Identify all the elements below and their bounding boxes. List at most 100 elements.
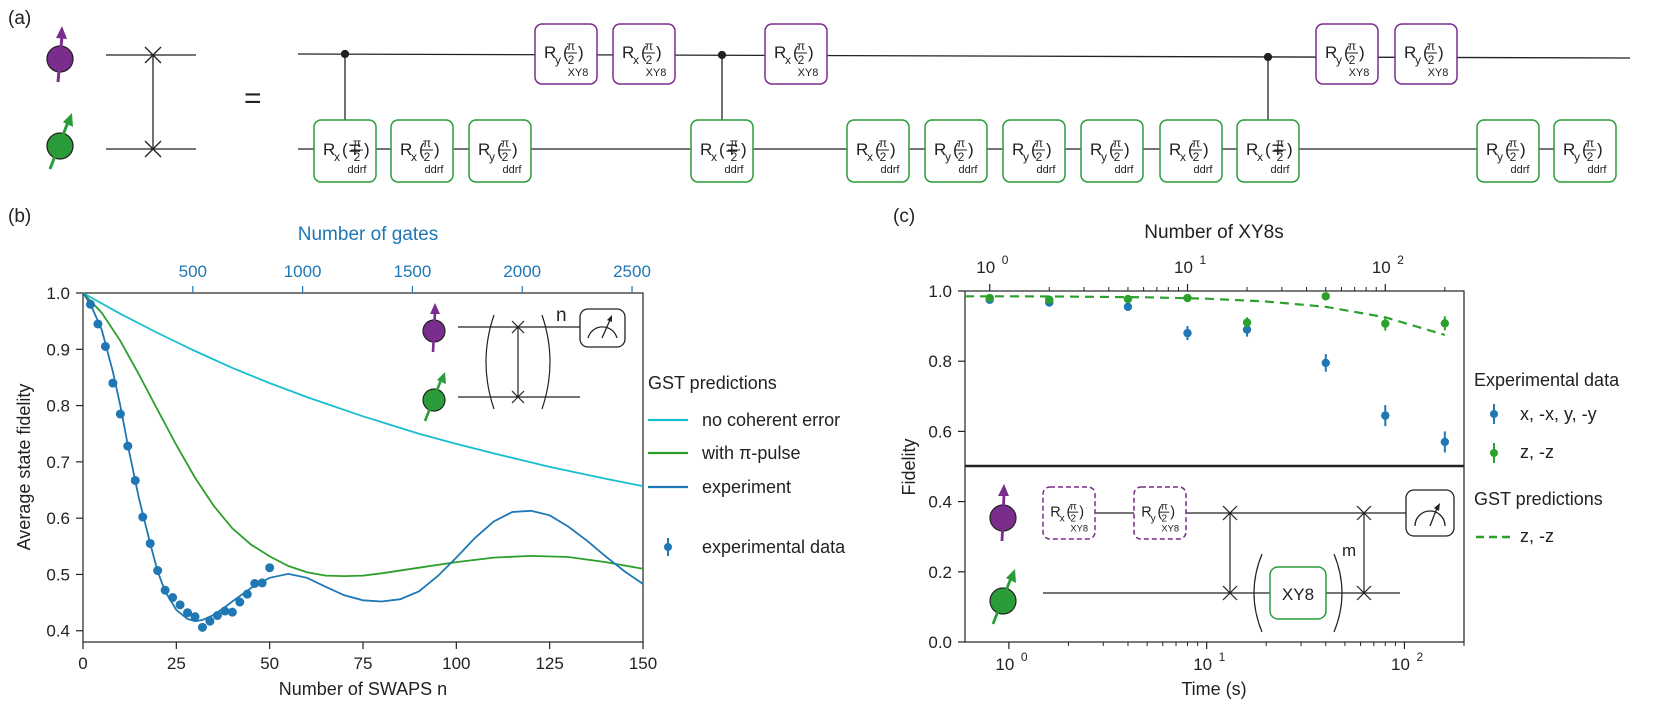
x-tick-label-b: 50	[260, 654, 279, 673]
gate-denominator: 2	[502, 150, 509, 164]
gate-paren-close: )	[1124, 140, 1130, 159]
ddrf-gate-4: Rx(π2)ddrf	[846, 119, 910, 183]
gate-axis: x	[785, 53, 791, 67]
measurement-icon	[579, 308, 626, 348]
gate-paren-close: )	[1438, 43, 1444, 62]
legend-item-exp-data: experimental data	[702, 537, 846, 557]
y-tick-label-b: 0.5	[46, 565, 70, 584]
data-point-c-0	[1183, 328, 1192, 338]
data-point-b	[257, 578, 267, 588]
gate-r: R	[1486, 140, 1498, 159]
xy8-gate-3: Ry(π2)XY8	[1315, 23, 1379, 85]
inset-exponent-m: m	[1342, 541, 1356, 560]
gate-numerator: π	[1070, 502, 1077, 513]
gate-numerator: π	[1276, 136, 1284, 150]
tick-base: 10	[1193, 655, 1212, 674]
ddrf-gate-3: Rx(∓π2)ddrf	[690, 119, 754, 183]
ddrf-gate-9: Rx(∓π2)ddrf	[1236, 119, 1300, 183]
gate-subscript: ddrf	[1115, 164, 1135, 176]
y-tick-label-b: 1.0	[46, 284, 70, 303]
data-point-b	[153, 566, 163, 576]
data-point-b	[130, 475, 140, 485]
y-tick-label-c: 0.8	[928, 352, 952, 371]
gate-r: R	[1012, 140, 1024, 159]
purple-qubit-icon	[46, 26, 74, 83]
legend-c: Experimental data x, -x, y, -y z, -z GST…	[1474, 370, 1620, 546]
inset-exponent-n: n	[556, 305, 567, 326]
gate-r: R	[934, 140, 946, 159]
gate-r: R	[1325, 43, 1337, 62]
y-tick-label-b: 0.7	[46, 453, 70, 472]
data-point-c-1	[1381, 319, 1390, 328]
series-line-b-1	[82, 292, 644, 578]
gate-axis: y	[1151, 514, 1157, 525]
gate-r: R	[400, 140, 412, 159]
data-point-b	[190, 612, 200, 622]
tick-exponent: 2	[1397, 253, 1404, 267]
y-tick-label-b: 0.4	[46, 622, 70, 641]
gate-subscript: ddrf	[1194, 164, 1214, 176]
gate-paren-close: )	[1079, 504, 1084, 520]
xy8-gate-2: Rx(π2)XY8	[764, 23, 828, 85]
y-tick-label-c: 1.0	[928, 282, 952, 301]
gate-numerator: π	[797, 39, 805, 53]
gate-denominator: 2	[1587, 150, 1594, 164]
green-qubit-icon	[422, 372, 446, 422]
gate-axis: y	[1415, 53, 1421, 67]
gate-numerator: π	[567, 39, 575, 53]
gate-paren-close: )	[1597, 140, 1603, 159]
gate-r: R	[1050, 504, 1060, 520]
tick-base: 10	[995, 655, 1014, 674]
data-point-b	[265, 563, 275, 573]
gate-axis: x	[867, 150, 873, 164]
data-point-b	[168, 593, 178, 603]
gate-denominator: 2	[1510, 150, 1517, 164]
x-tick-label-b: 75	[354, 654, 373, 673]
xy8-box: XY8	[1269, 566, 1327, 620]
gate-subscript: XY8	[1428, 67, 1449, 79]
gate-denominator: 2	[354, 150, 361, 164]
x-axis-label-c: Time (s)	[1181, 679, 1246, 699]
gate-denominator: 2	[1277, 150, 1284, 164]
controlled-gate-links	[340, 49, 1273, 120]
data-point-b	[108, 378, 118, 388]
gate-r: R	[1563, 140, 1575, 159]
gst-prediction-line-c	[965, 295, 1446, 336]
gate-numerator: π	[879, 136, 887, 150]
gate-numerator: π	[501, 136, 509, 150]
ddrf-gate-11: Ry(π2)ddrf	[1553, 119, 1617, 183]
gate-axis: x	[1180, 150, 1186, 164]
ddrf-gate-7: Ry(π2)ddrf	[1080, 119, 1144, 183]
inset-xy8-gate-1: Ry(π2)XY8	[1133, 486, 1187, 540]
purple-qubit-icon	[422, 303, 446, 353]
y-tick-label-c: 0.4	[928, 493, 952, 512]
gate-axis: y	[945, 150, 951, 164]
gate-axis: y	[1023, 150, 1029, 164]
top-tick-label-b: 1500	[393, 262, 431, 281]
gate-paren-close: )	[512, 140, 518, 159]
measurement-icon	[1405, 489, 1455, 537]
gate-r: R	[1246, 140, 1258, 159]
data-point-b	[212, 611, 222, 621]
gate-paren-close: )	[808, 43, 814, 62]
data-point-c-0	[1440, 437, 1450, 447]
ddrf-gate-1: Rx(π2)ddrf	[390, 119, 454, 183]
tick-base: 10	[976, 258, 995, 277]
legend-item-experiment: experiment	[702, 477, 791, 497]
gate-axis: x	[334, 150, 340, 164]
data-point-b	[175, 600, 185, 610]
tick-exponent: 2	[1416, 650, 1423, 664]
gate-paren-close: )	[1203, 140, 1209, 159]
gate-denominator: 2	[798, 53, 805, 67]
data-point-c-1	[1440, 319, 1450, 328]
x-tick-label-b: 25	[167, 654, 186, 673]
gate-subscript: ddrf	[881, 164, 901, 176]
gate-denominator: 2	[1114, 150, 1121, 164]
green-qubit-icon	[46, 113, 74, 170]
gate-subscript: ddrf	[1511, 164, 1531, 176]
data-point-c-1	[985, 293, 994, 303]
data-point-b	[100, 341, 110, 351]
